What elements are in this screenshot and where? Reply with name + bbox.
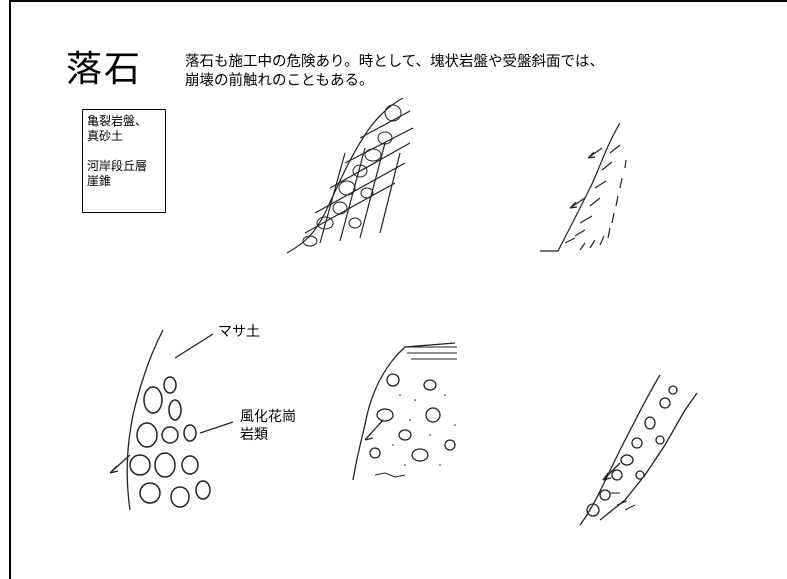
note-line-2: 真砂土 [87,129,124,143]
description-line-1: 落石も施工中の危険あり。時として、塊状岩盤や受盤斜面では、 [185,54,605,70]
slide [9,0,787,579]
weathered-granite-label-line-1: 風化花崗 [240,409,296,425]
bedded-slope-figure [540,118,640,258]
granite-leader-line [200,418,235,438]
weathered-granite-label-line-2: 岩類 [240,427,268,443]
note-line-1: 亀裂岩盤、 [87,114,148,128]
talus-slope-figure [575,365,700,530]
masa-soil-label: マサ土 [218,324,260,340]
description-line-2: 崩壊の前触れのこともある。 [185,73,374,89]
slide-title: 落石 [66,49,143,90]
note-line-3: 河岸段丘層 [87,159,148,173]
weathered-granite-label: 風化花崗 岩類 [240,408,296,444]
geology-note-box: 亀裂岩盤、 真砂土 河岸段丘層 崖錐 [82,109,166,213]
slide-description: 落石も施工中の危険あり。時として、塊状岩盤や受盤斜面では、 崩壊の前触れのことも… [185,53,604,91]
jointed-rock-slope-figure [285,93,425,258]
masa-soil-leader-line [175,330,215,360]
note-line-4: 崖錐 [87,174,112,188]
river-terrace-slope-figure [345,335,480,485]
masa-soil-slope-figure [105,325,215,515]
falling-rock-arrow-icon [569,197,586,209]
